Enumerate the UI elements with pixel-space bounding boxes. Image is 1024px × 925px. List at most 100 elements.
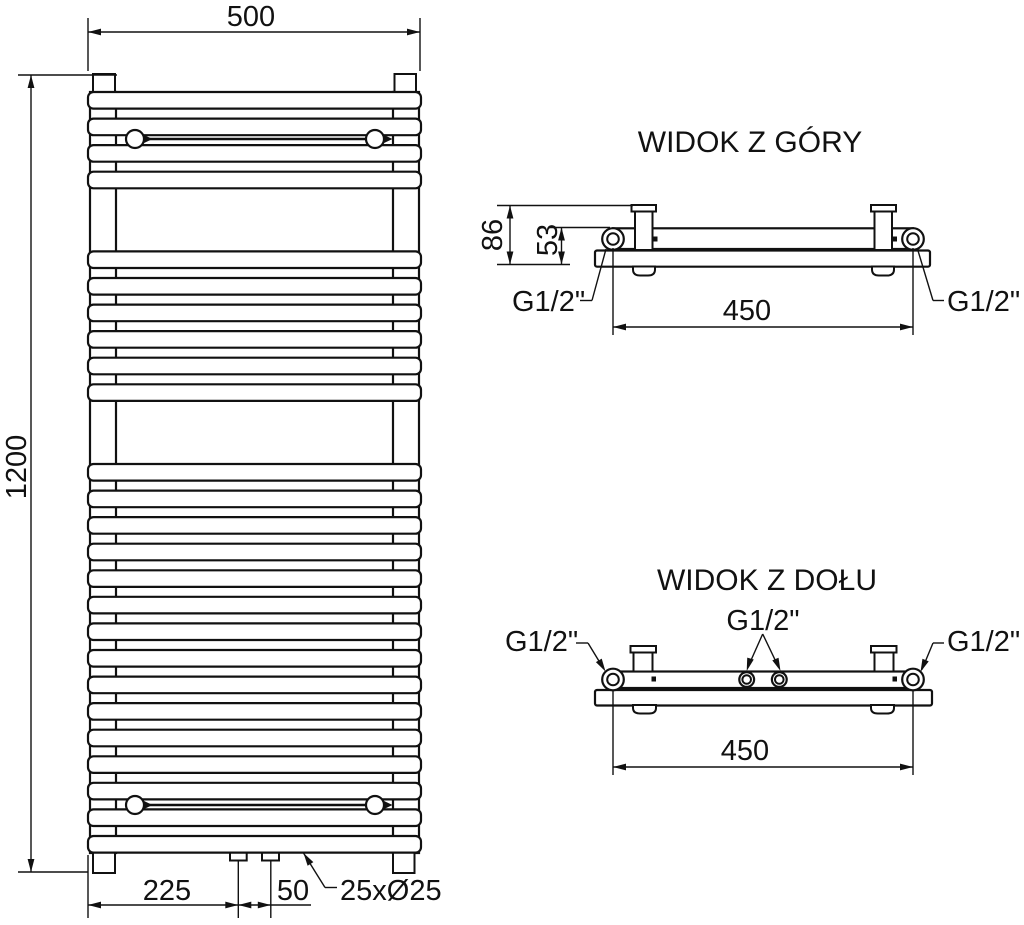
tube-rung <box>86 383 423 402</box>
rung-plate-profile <box>593 688 934 707</box>
rung-plate-profile <box>593 249 932 268</box>
tube-rung <box>86 462 423 482</box>
right-clip-dot <box>892 676 897 682</box>
front-dimensions: 500 1200 225 50 25xØ25 <box>1 1 442 918</box>
dim-depth-label: 86 <box>477 219 509 251</box>
center-thread-fitting-2-inner <box>774 674 785 685</box>
dimension-arrow <box>27 75 35 88</box>
thread-right-label: G1/2" <box>947 286 1020 318</box>
tubes-count-label: 25xØ25 <box>340 875 442 907</box>
tube-rung <box>86 117 423 137</box>
tube-rung <box>86 701 423 721</box>
collector-profile-bar <box>611 670 915 690</box>
dimension-arrow <box>558 227 565 241</box>
top-view-body <box>593 204 932 277</box>
right-thread-fitting-inner <box>906 232 920 246</box>
left-clip-dot <box>651 676 656 682</box>
dim-spacing-label: 50 <box>277 875 309 907</box>
tube-rung <box>86 276 423 296</box>
thread-center-label: G1/2" <box>726 605 799 637</box>
dimension-arrow <box>383 134 393 144</box>
bottom-view-dimensions: 450 G1/2" G1/2" G1/2" <box>505 605 1020 775</box>
tube-rung <box>86 515 423 535</box>
dimension-arrow <box>506 251 514 265</box>
left-post-body <box>632 651 654 673</box>
right-thread-fitting-inner <box>906 672 920 687</box>
tube-rung <box>86 755 423 774</box>
dimension-arrow <box>900 763 913 771</box>
tube-rung <box>86 303 423 323</box>
right-foot-tab <box>871 265 895 277</box>
dim-width-label: 500 <box>227 1 275 33</box>
tube-rung <box>86 675 423 695</box>
dimension-arrow <box>143 134 153 144</box>
tube-rung <box>86 781 423 801</box>
front-radiator-body <box>86 73 423 874</box>
dimension-arrow <box>303 853 314 866</box>
dimension-arrow <box>595 658 606 672</box>
lower-left-bracket-circle <box>124 794 146 816</box>
tube-rung <box>86 569 423 588</box>
dimension-arrow <box>407 28 420 36</box>
right-foot-tab <box>870 704 895 715</box>
collector-profile-bar <box>611 227 915 251</box>
tube-rung <box>86 90 423 110</box>
dimension-arrow <box>506 205 514 219</box>
tube-rung <box>86 622 423 642</box>
bottom-view-body <box>593 645 934 715</box>
dimension-arrow <box>88 901 101 909</box>
tube-rung <box>86 489 423 509</box>
left-thread-fitting-inner <box>606 672 620 687</box>
upper-right-bracket-circle <box>364 128 386 150</box>
tube-rung <box>86 595 423 615</box>
right-foot <box>392 850 416 874</box>
dimension-arrow <box>746 657 754 671</box>
thread-left-label: G1/2" <box>512 286 585 318</box>
front-view: 500 1200 225 50 25xØ25 <box>1 1 442 918</box>
wall-bracket-marks <box>124 128 393 816</box>
left-foot-tab <box>632 265 656 277</box>
tube-rung <box>86 356 423 376</box>
dimension-arrow <box>143 800 153 810</box>
dimension-arrow <box>27 859 35 872</box>
dimension-arrow <box>920 658 929 672</box>
lower-right-bracket-circle <box>364 794 386 816</box>
right-post-body <box>873 210 893 251</box>
dim-height-label: 1200 <box>1 435 33 500</box>
dimension-arrow <box>613 323 626 331</box>
dimension-arrow <box>257 901 271 909</box>
dimension-arrow <box>558 251 565 265</box>
tube-rung <box>86 250 423 270</box>
tube-rung <box>86 808 423 828</box>
dimension-arrow <box>225 901 239 909</box>
dim-offset-label: 225 <box>143 875 191 907</box>
left-post-body <box>634 210 654 251</box>
horizontal-tube-rungs <box>86 90 423 854</box>
right-post-body <box>873 651 895 673</box>
tube-rung <box>86 144 423 163</box>
center-thread-fitting-1-inner <box>741 674 753 685</box>
bottom-view: WIDOK Z DOŁU <box>505 564 1020 775</box>
bottom-view-title: WIDOK Z DOŁU <box>657 564 877 597</box>
tube-rung <box>86 834 423 854</box>
left-clip-dot <box>653 236 658 242</box>
dimension-arrow <box>238 901 252 909</box>
top-view-title: WIDOK Z GÓRY <box>638 126 862 159</box>
left-foot-tab <box>632 704 657 715</box>
thread-left-label: G1/2" <box>505 626 578 658</box>
tube-rung <box>86 542 423 562</box>
dimension-arrow <box>88 28 101 36</box>
top-view-dimensions: 86 53 450 G1/2" G1/2" <box>477 204 1020 335</box>
left-thread-fitting-inner <box>606 232 620 246</box>
left-foot <box>92 850 116 874</box>
thread-right-label: G1/2" <box>947 626 1020 658</box>
tube-rung <box>86 170 423 190</box>
tube-rung <box>86 330 423 349</box>
dimension-arrow <box>613 763 626 771</box>
tube-rung <box>86 648 423 668</box>
dimension-arrow <box>383 800 393 810</box>
dim-span-label: 450 <box>721 735 769 767</box>
right-clip-dot <box>892 236 897 242</box>
